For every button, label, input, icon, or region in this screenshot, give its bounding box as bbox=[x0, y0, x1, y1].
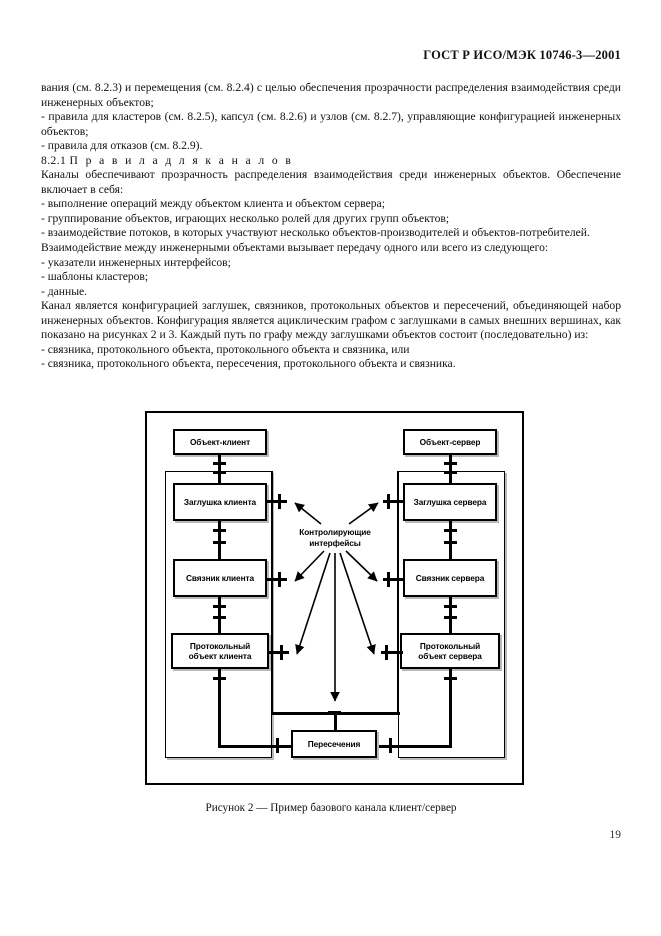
line-client-bus-to-intersections bbox=[218, 745, 292, 748]
interface-tick-server-protocol-down bbox=[444, 677, 457, 680]
line-middle-to-server-binder bbox=[383, 578, 405, 581]
interface-tick-client-stub-2 bbox=[213, 541, 226, 544]
paragraph-bullet-interface-refs: - указатели инженерных интерфейсов; bbox=[41, 255, 231, 269]
interface-tick-client-binder-2 bbox=[213, 616, 226, 619]
paragraph-bullet-clusters: - правила для кластеров (см. 8.2.5), кап… bbox=[41, 110, 621, 138]
paragraph-bullet-cluster-templates: - шаблоны кластеров; bbox=[41, 270, 149, 284]
interface-tick-server-stub-middle bbox=[387, 494, 390, 509]
line-server-protocol-down bbox=[449, 669, 452, 748]
node-client-binder: Связник клиента bbox=[173, 559, 267, 597]
paragraph-bullet-failures: - правила для отказов (см. 8.2.9). bbox=[41, 139, 203, 153]
node-intersections: Пересечения bbox=[291, 730, 377, 758]
document-body-text: вания (см. 8.2.3) и перемещения (см. 8.2… bbox=[41, 81, 621, 372]
line-middle-to-intersections bbox=[334, 712, 337, 732]
page-number: 19 bbox=[609, 829, 622, 841]
interface-tick-server-binder-1 bbox=[444, 605, 457, 608]
interface-tick-server-stub-1 bbox=[444, 529, 457, 532]
line-server-bus-to-intersections bbox=[377, 745, 452, 748]
interface-tick-server-stub-2 bbox=[444, 541, 457, 544]
node-server-stub: Заглушка сервера bbox=[403, 483, 497, 521]
document-header-standard-number: ГОСТ Р ИСО/МЭК 10746-3—2001 bbox=[423, 48, 621, 62]
interface-tick-client-stub-middle bbox=[278, 494, 281, 509]
node-client-object: Объект-клиент bbox=[173, 429, 267, 455]
interface-tick-server-object-2 bbox=[444, 471, 457, 474]
paragraph-bullet-data: - данные. bbox=[41, 284, 88, 298]
section-heading-8-2-1: 8.2.1 П р а в и л а д л я к а н а л о в bbox=[41, 154, 621, 169]
interface-tick-client-protocol-down bbox=[213, 677, 226, 680]
line-client-binder-to-middle bbox=[265, 578, 287, 581]
paragraph-bullet-operations: - выполнение операций между объектом кли… bbox=[41, 197, 385, 211]
paragraph-bullet-grouping: - группирование объектов, играющих неско… bbox=[41, 211, 450, 225]
interface-tick-intersections-top bbox=[328, 711, 341, 714]
line-server-object-to-stub bbox=[449, 455, 452, 485]
paragraph-bullet-path-b: - связника, протокольного объекта, перес… bbox=[41, 357, 456, 371]
figure-caption: Рисунок 2 — Пример базового канала клиен… bbox=[205, 802, 457, 814]
label-controlling-interfaces: Контролирующие интерфейсы bbox=[299, 527, 371, 548]
paragraph-interaction-transfer: Взаимодействие между инженерными объекта… bbox=[41, 241, 549, 255]
interface-tick-client-binder-1 bbox=[213, 605, 226, 608]
interface-tick-client-object-1 bbox=[213, 462, 226, 465]
node-client-protocol-object: Протокольный объект клиента bbox=[171, 633, 269, 669]
line-client-object-to-stub bbox=[218, 455, 221, 485]
interface-tick-client-binder-middle bbox=[278, 572, 281, 587]
interface-tick-intersections-right bbox=[389, 738, 392, 753]
line-middle-to-server-stub bbox=[383, 500, 405, 503]
line-client-protocol-down bbox=[218, 669, 221, 748]
paragraph-continuation: вания (см. 8.2.3) и перемещения (см. 8.2… bbox=[41, 81, 621, 109]
section-number: 8.2.1 bbox=[41, 153, 67, 167]
interface-tick-intersections-left bbox=[276, 738, 279, 753]
mid-region-left-edge bbox=[271, 471, 273, 714]
interface-tick-server-binder-middle bbox=[387, 572, 390, 587]
line-client-protocol-to-middle bbox=[267, 651, 289, 654]
paragraph-bullet-flows: - взаимодействие потоков, в которых учас… bbox=[41, 226, 590, 240]
interface-tick-server-protocol-middle bbox=[385, 645, 388, 660]
mid-region-right-edge bbox=[397, 471, 399, 714]
node-server-object: Объект-сервер bbox=[403, 429, 497, 455]
interface-tick-client-protocol-middle bbox=[280, 645, 283, 660]
node-server-binder: Связник сервера bbox=[403, 559, 497, 597]
paragraph-channel-configuration: Канал является конфигурацией заглушек, с… bbox=[41, 299, 621, 342]
interface-tick-server-binder-2 bbox=[444, 616, 457, 619]
section-heading-label: П р а в и л а д л я к а н а л о в bbox=[69, 153, 294, 167]
line-client-stub-to-middle bbox=[265, 500, 287, 503]
interface-tick-server-object-1 bbox=[444, 462, 457, 465]
interface-tick-client-object-2 bbox=[213, 471, 226, 474]
node-server-protocol-object: Протокольный объект сервера bbox=[400, 633, 500, 669]
line-middle-to-server-protocol bbox=[381, 651, 403, 654]
paragraph-bullet-path-a: - связника, протокольного объекта, прото… bbox=[41, 342, 410, 356]
paragraph-channels-transparency: Каналы обеспечивают прозрачность распред… bbox=[41, 168, 621, 196]
figure-2-diagram: Объект-клиент Заглушка клиента Связник к… bbox=[145, 411, 524, 785]
interface-tick-client-stub-1 bbox=[213, 529, 226, 532]
node-client-stub: Заглушка клиента bbox=[173, 483, 267, 521]
